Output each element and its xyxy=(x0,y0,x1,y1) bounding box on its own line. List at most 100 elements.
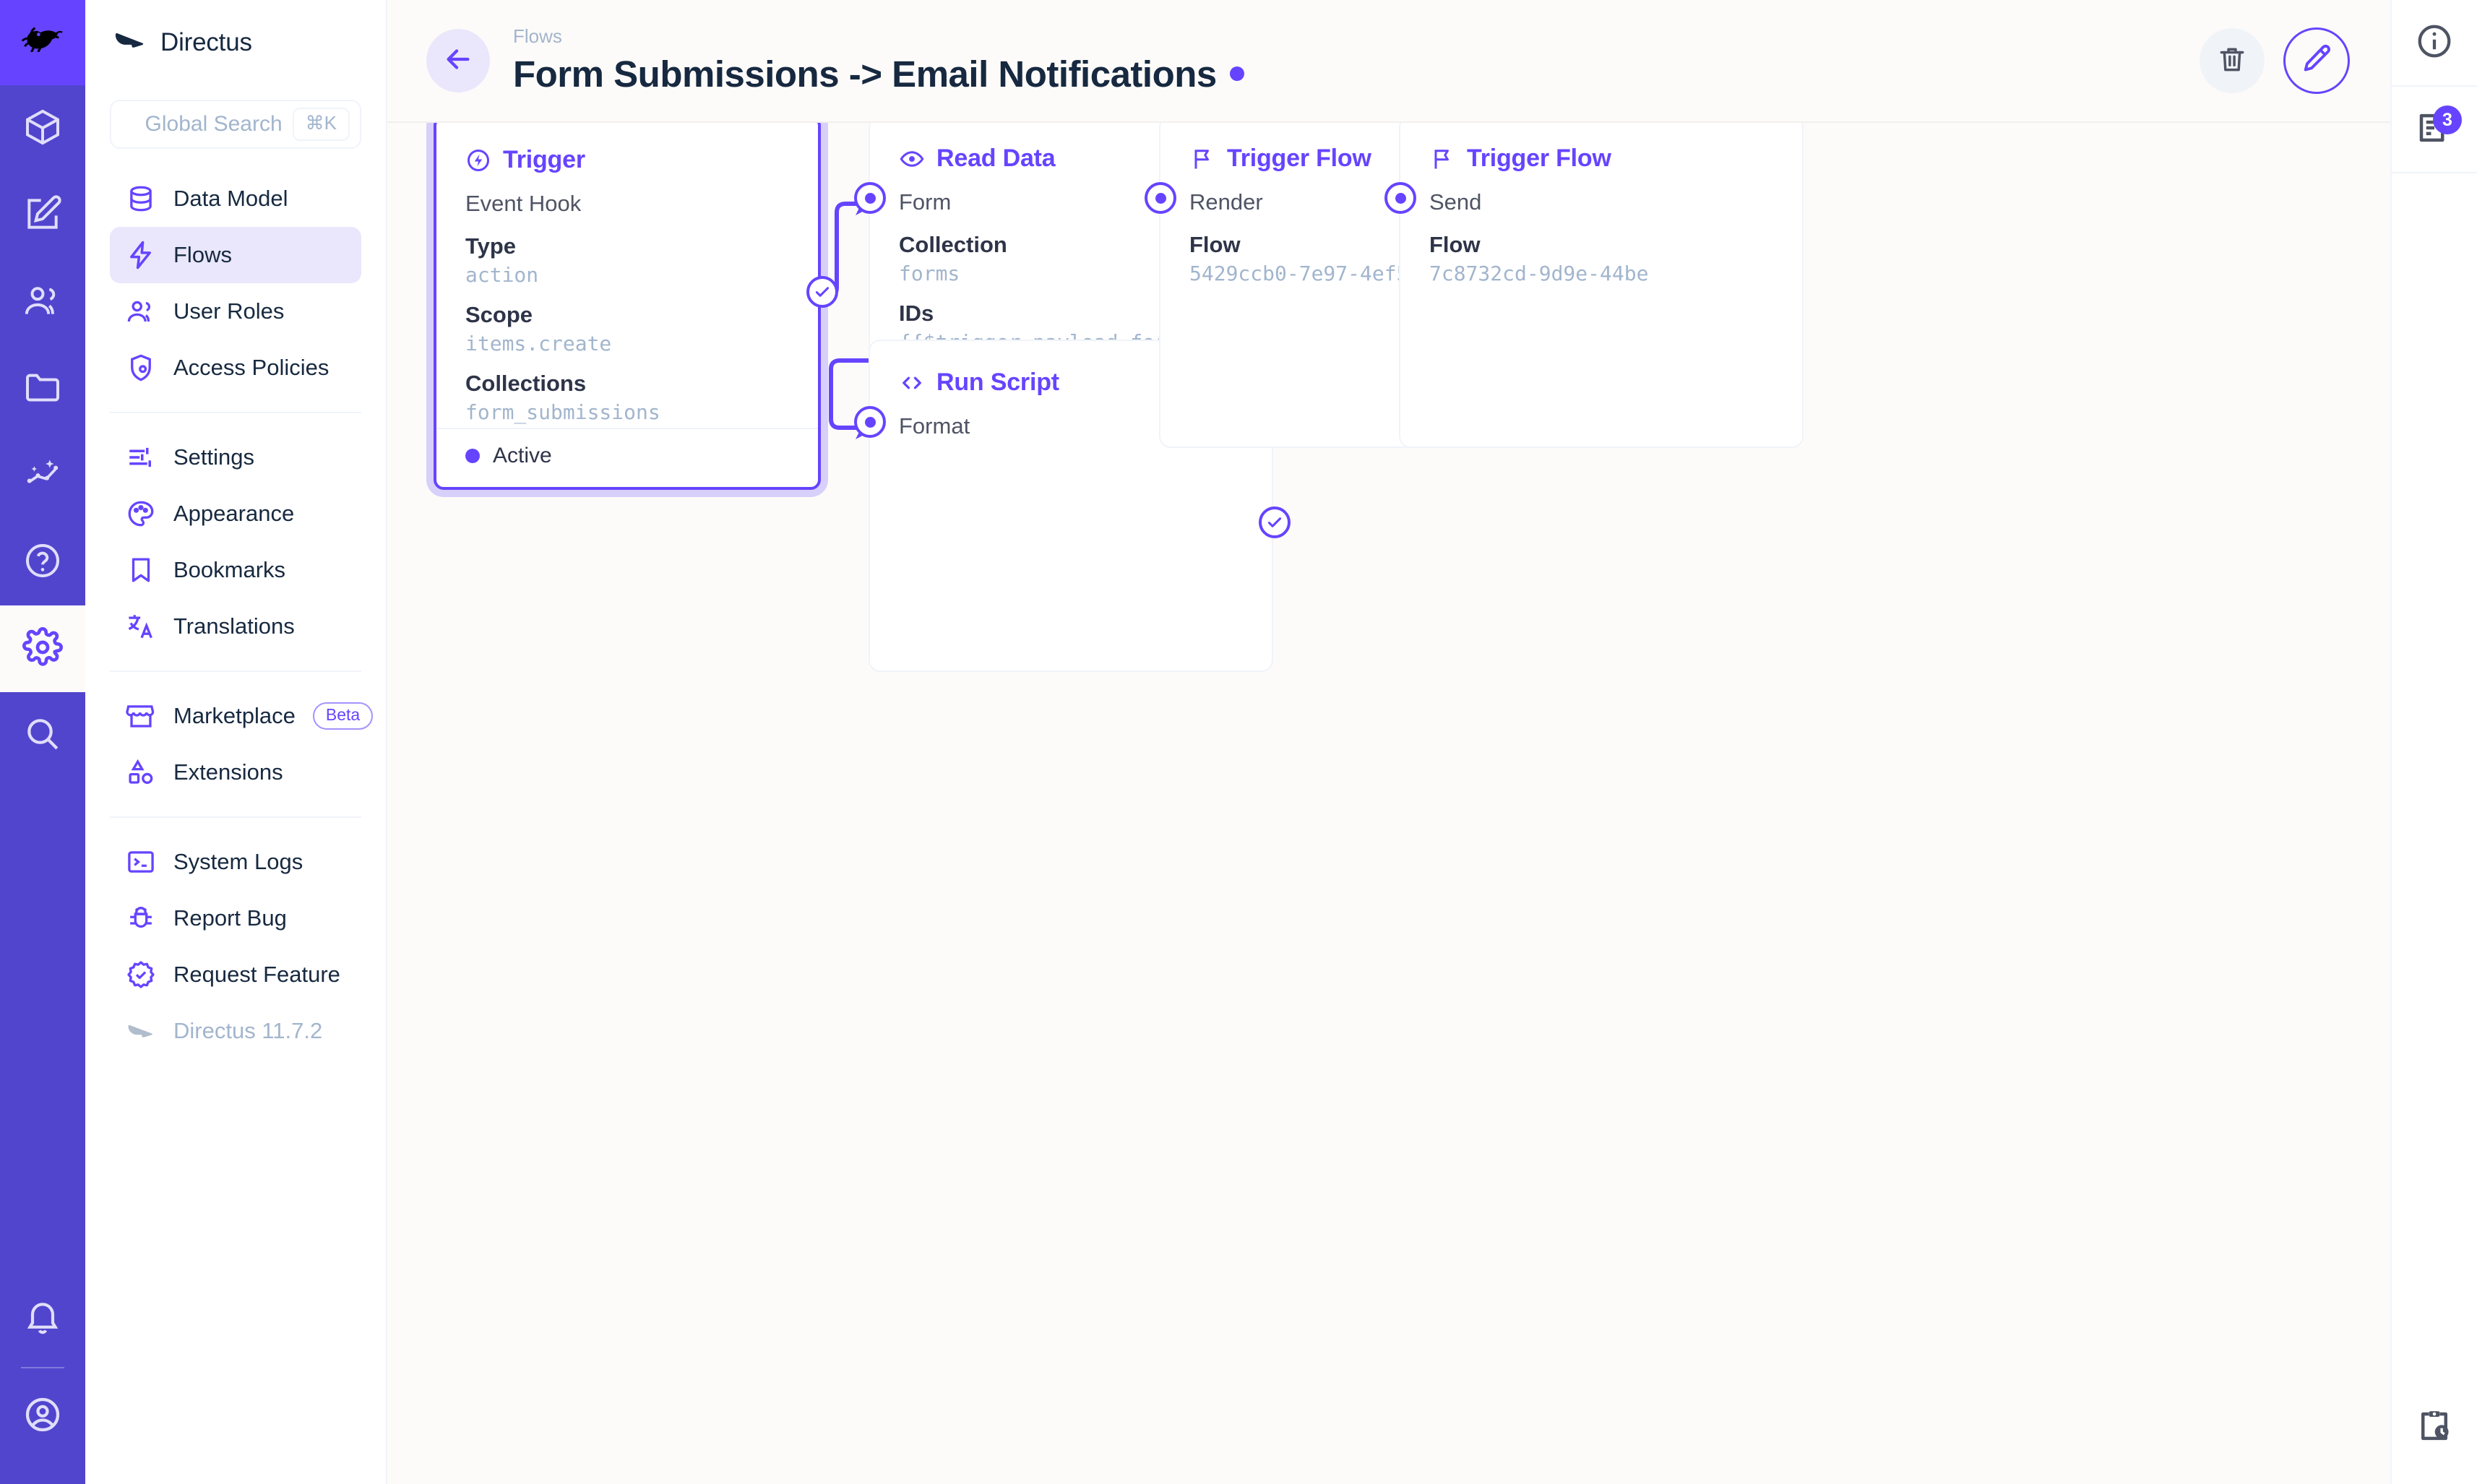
edit-button[interactable] xyxy=(2283,27,2350,94)
search-input[interactable]: Global Search ⌘K xyxy=(110,100,361,149)
directus-logo-icon xyxy=(113,26,146,59)
nav-group-support: System Logs Report Bug Request Feature D… xyxy=(85,834,386,1059)
module-rail-item-insights[interactable] xyxy=(0,432,85,519)
translate-icon xyxy=(126,611,156,642)
sidebar-item-label: Settings xyxy=(173,444,255,470)
port-in-trigger-flow-render[interactable] xyxy=(1145,182,1176,214)
flow-node-trigger[interactable]: Trigger Event Hook Type action Scope ite… xyxy=(434,123,838,490)
node-subject: Render xyxy=(1189,189,1263,215)
flow-node-trigger-flow-send[interactable]: Trigger Flow Send Flow 7c8732cd-9d9e-44b… xyxy=(1384,123,1804,448)
nav-divider xyxy=(110,670,361,672)
module-rail-item-search[interactable] xyxy=(0,692,85,779)
status-dot-icon xyxy=(465,449,480,463)
sidebar-item-translations[interactable]: Translations xyxy=(110,598,361,655)
node-subject: Event Hook xyxy=(465,191,582,216)
flag-icon xyxy=(1189,146,1215,172)
sidebar-item-report-bug[interactable]: Report Bug xyxy=(110,890,361,946)
sidebar-item-data-model[interactable]: Data Model xyxy=(110,171,361,227)
node-title-label: Run Script xyxy=(936,368,1059,396)
info-button[interactable] xyxy=(2391,0,2477,87)
node-title-label: Read Data xyxy=(936,144,1056,172)
account-circle-icon xyxy=(22,1394,63,1438)
delete-button[interactable] xyxy=(2200,28,2265,93)
nav-group-content: Data Model Flows User Roles Access Polic… xyxy=(85,171,386,396)
sidebar-item-label: System Logs xyxy=(173,849,303,874)
nav-sidebar: Directus Global Search ⌘K Data Model Flo… xyxy=(85,0,387,1484)
sidebar-item-label: Access Policies xyxy=(173,355,329,380)
node-body: Format xyxy=(870,397,1272,444)
directus-rabbit-icon xyxy=(126,1016,156,1046)
sidebar-item-system-logs[interactable]: System Logs xyxy=(110,834,361,890)
search-icon xyxy=(22,714,63,758)
rail-divider xyxy=(21,1367,64,1368)
sidebar-item-label: Request Feature xyxy=(173,962,340,987)
sidebar-item-marketplace[interactable]: Marketplace Beta xyxy=(110,688,374,744)
clipboard-clock-icon xyxy=(2415,1407,2454,1449)
node-status-label: Active xyxy=(493,444,552,467)
node-title-label: Trigger Flow xyxy=(1467,144,1611,172)
port-in-read-data[interactable] xyxy=(854,182,886,214)
palette-icon xyxy=(126,499,156,529)
verified-icon xyxy=(126,959,156,990)
port-out-run-script[interactable] xyxy=(1259,506,1291,538)
port-out-trigger[interactable] xyxy=(806,276,838,308)
sidebar-item-label: Bookmarks xyxy=(173,557,286,582)
sidebar-item-label: Flows xyxy=(173,242,232,267)
sidebar-item-label: Marketplace xyxy=(173,703,296,728)
sidebar-item-appearance[interactable]: Appearance xyxy=(110,486,361,542)
module-rail-item-content[interactable] xyxy=(0,85,85,172)
port-in-trigger-flow-send[interactable] xyxy=(1384,182,1416,214)
bolt-circle-icon xyxy=(465,147,491,173)
page-header: Flows Form Submissions -> Email Notifica… xyxy=(387,0,2390,123)
node-title: Trigger Flow xyxy=(1400,123,1802,173)
code-icon xyxy=(899,370,925,396)
sidebar-item-request-feature[interactable]: Request Feature xyxy=(110,946,361,1003)
status-badge: Beta xyxy=(312,702,374,730)
help-circle-icon xyxy=(22,540,63,584)
directus-rabbit-icon xyxy=(20,18,66,68)
sidebar-item-extensions[interactable]: Extensions xyxy=(110,744,361,801)
folder-icon xyxy=(22,367,63,411)
node-body: Render Flow 5429ccb0-7e97-4ef5-9d65-2b… xyxy=(1160,173,1562,288)
port-in-run-script[interactable] xyxy=(854,406,886,438)
logs-button[interactable]: 3 xyxy=(2391,87,2477,173)
sidebar-item-settings[interactable]: Settings xyxy=(110,429,361,486)
insights-icon xyxy=(22,454,63,498)
sidebar-item-user-roles[interactable]: User Roles xyxy=(110,283,361,340)
field-label-flow: Flow xyxy=(1189,231,1241,257)
module-rail-item-help[interactable] xyxy=(0,519,85,605)
flow-canvas[interactable]: Trigger Event Hook Type action Scope ite… xyxy=(387,123,2390,1484)
box-icon xyxy=(22,107,63,151)
pencil-icon xyxy=(2300,43,2333,79)
sidebar-item-flows[interactable]: Flows xyxy=(110,227,361,283)
module-rail-item-notifications[interactable] xyxy=(0,1276,85,1363)
node-title: Trigger Flow xyxy=(1160,123,1562,173)
module-rail-item-directus[interactable] xyxy=(0,0,85,85)
sidebar-item-bookmarks[interactable]: Bookmarks xyxy=(110,542,361,598)
sidebar-item-label: Extensions xyxy=(173,759,283,785)
breadcrumb[interactable]: Flows xyxy=(513,25,562,47)
module-rail-item-account[interactable] xyxy=(0,1373,85,1459)
field-value-scope: items.create xyxy=(465,332,612,356)
field-label-scope: Scope xyxy=(465,301,533,327)
nav-divider xyxy=(110,816,361,818)
module-rail-item-settings[interactable] xyxy=(0,605,85,692)
node-body: Event Hook Type action Scope items.creat… xyxy=(436,174,818,427)
bookmark-icon xyxy=(126,555,156,585)
field-value-type: action xyxy=(465,263,539,288)
sidebar-item-access-policies[interactable]: Access Policies xyxy=(110,340,361,396)
node-subject: Send xyxy=(1429,189,1482,215)
module-rail-item-editor[interactable] xyxy=(0,172,85,259)
module-rail-item-users[interactable] xyxy=(0,259,85,345)
nav-list: Data Model Flows User Roles Access Polic… xyxy=(85,171,386,1059)
terminal-icon xyxy=(126,847,156,877)
page-title: Form Submissions -> Email Notifications xyxy=(513,53,1217,95)
node-title: Trigger xyxy=(436,123,818,174)
module-rail-item-files[interactable] xyxy=(0,345,85,432)
node-subject: Format xyxy=(899,413,970,439)
sidebar-item-label: Report Bug xyxy=(173,905,287,931)
field-label-type: Type xyxy=(465,233,517,259)
back-button[interactable] xyxy=(426,29,490,92)
users-icon xyxy=(126,296,156,327)
history-button[interactable] xyxy=(2391,1384,2477,1471)
